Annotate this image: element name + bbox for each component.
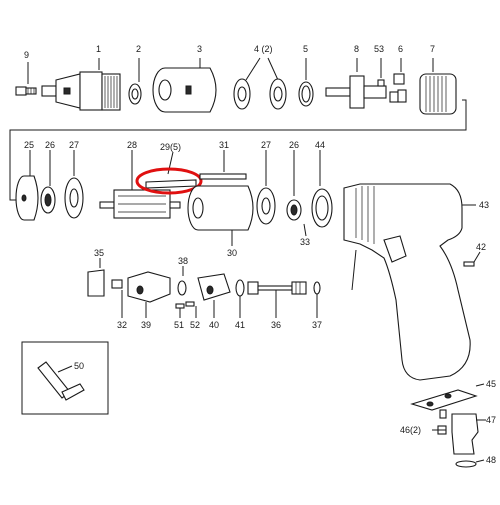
label-part-28: 28 bbox=[127, 140, 137, 150]
part-44-ring bbox=[311, 150, 333, 228]
part-48-washer bbox=[455, 459, 485, 468]
label-part-48: 48 bbox=[486, 455, 496, 465]
label-part-45: 45 bbox=[486, 379, 496, 389]
part-31-pin bbox=[199, 150, 247, 180]
label-part-39: 39 bbox=[141, 320, 151, 330]
part-5-ring bbox=[298, 58, 314, 107]
label-part-32: 32 bbox=[117, 320, 127, 330]
label-part-1: 1 bbox=[96, 44, 101, 54]
label-part-7: 7 bbox=[430, 44, 435, 54]
part-29-blades bbox=[135, 151, 203, 195]
part-26b-bearing bbox=[286, 150, 302, 221]
label-part-50: 50 bbox=[74, 361, 84, 371]
part-27a-plate bbox=[64, 150, 84, 219]
part-25-plate bbox=[15, 150, 39, 221]
part-51-52-pins bbox=[175, 301, 197, 318]
label-part-52: 52 bbox=[190, 320, 200, 330]
part-36-stem bbox=[247, 281, 307, 318]
label-part-26b: 26 bbox=[289, 140, 299, 150]
part-46-screws bbox=[432, 409, 447, 435]
label-part-53: 53 bbox=[374, 44, 384, 54]
part-8-spindle bbox=[325, 58, 387, 109]
part-32-screw bbox=[111, 279, 123, 318]
part-3-housing bbox=[152, 58, 217, 113]
part-40-sleeve bbox=[197, 273, 231, 318]
part-53-pin bbox=[377, 58, 385, 87]
label-part-6: 6 bbox=[398, 44, 403, 54]
part-6-nuts bbox=[389, 58, 407, 103]
label-part-25: 25 bbox=[24, 140, 34, 150]
part-37-ring bbox=[313, 281, 321, 318]
label-part-3: 3 bbox=[197, 44, 202, 54]
part-50-hex-key-inset bbox=[21, 341, 109, 415]
part-9-screw bbox=[15, 62, 37, 96]
part-27b-plate bbox=[256, 150, 276, 225]
part-26-bearing bbox=[40, 150, 56, 214]
part-7-ring-gear bbox=[419, 58, 457, 115]
label-part-33: 33 bbox=[300, 237, 310, 247]
label-part-35: 35 bbox=[94, 248, 104, 258]
label-part-44: 44 bbox=[315, 140, 325, 150]
part-47-inlet bbox=[451, 413, 486, 455]
label-part-40: 40 bbox=[209, 320, 219, 330]
part-42-pin bbox=[463, 251, 481, 267]
label-part-9: 9 bbox=[24, 50, 29, 60]
part-28-rotor bbox=[99, 150, 181, 219]
part-45-plate bbox=[410, 383, 485, 411]
label-part-31: 31 bbox=[219, 140, 229, 150]
label-part-46: 46(2) bbox=[400, 425, 421, 435]
label-part-51: 51 bbox=[174, 320, 184, 330]
label-part-29: 29(5) bbox=[160, 142, 181, 152]
label-part-2: 2 bbox=[136, 44, 141, 54]
label-part-37: 37 bbox=[312, 320, 322, 330]
label-part-27a: 27 bbox=[69, 140, 79, 150]
label-part-42: 42 bbox=[476, 242, 486, 252]
part-2-washer bbox=[128, 58, 142, 105]
label-part-47: 47 bbox=[486, 415, 496, 425]
part-4-bearings bbox=[233, 57, 287, 110]
highlight-ring bbox=[135, 167, 203, 195]
label-part-41: 41 bbox=[235, 320, 245, 330]
label-part-27b: 27 bbox=[261, 140, 271, 150]
label-part-36: 36 bbox=[271, 320, 281, 330]
part-1-chuck bbox=[41, 58, 121, 111]
part-41-oring bbox=[235, 279, 245, 318]
label-part-30: 30 bbox=[227, 248, 237, 258]
label-part-4: 4 (2) bbox=[254, 44, 273, 54]
part-39-valve bbox=[127, 271, 171, 318]
part-35-bushing bbox=[87, 258, 105, 297]
part-43-housing bbox=[343, 183, 476, 381]
label-part-26: 26 bbox=[45, 140, 55, 150]
part-38-oring bbox=[177, 266, 187, 296]
label-part-8: 8 bbox=[354, 44, 359, 54]
label-part-38: 38 bbox=[178, 256, 188, 266]
part-30-cylinder bbox=[187, 185, 254, 246]
label-part-5: 5 bbox=[303, 44, 308, 54]
label-part-43: 43 bbox=[479, 200, 489, 210]
